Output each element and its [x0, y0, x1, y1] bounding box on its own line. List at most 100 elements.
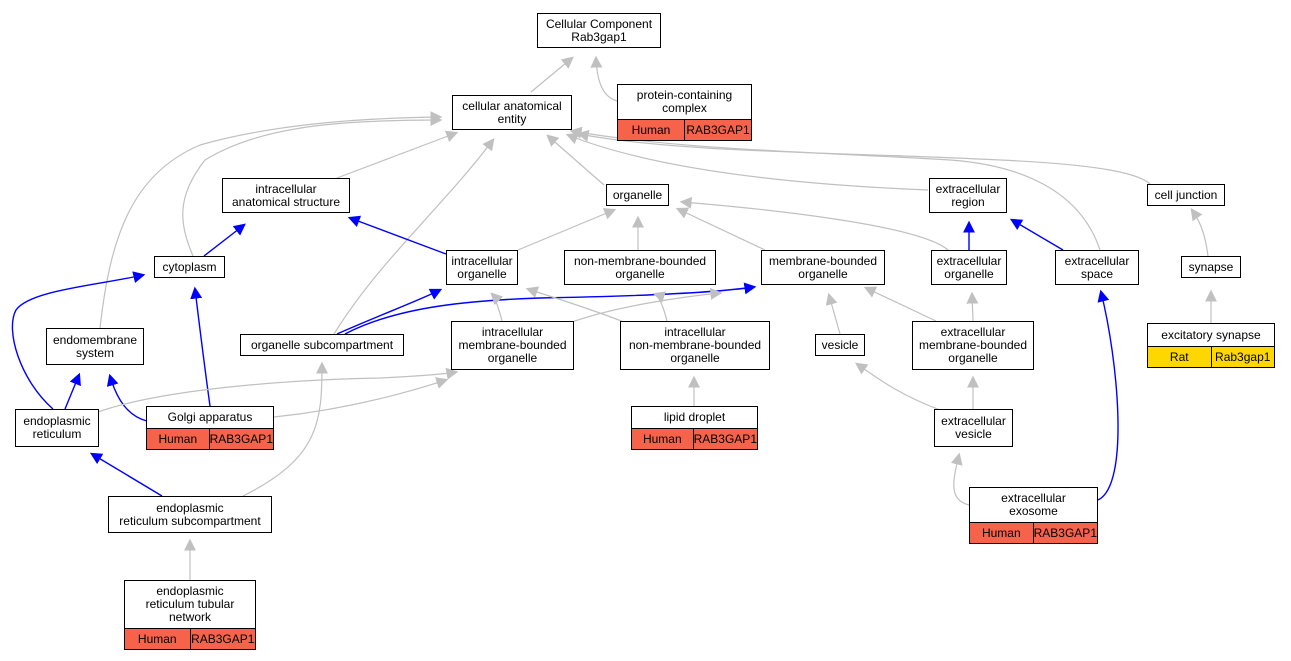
node-label: lipid droplet — [663, 410, 726, 424]
edge-ecs-to-ecr — [1009, 218, 1064, 251]
node-label: endoplasmic reticulum subcompartment — [119, 500, 261, 528]
node-label: endoplasmic reticulum tubular network — [145, 584, 235, 624]
annotation-gene: RAB3GAP1 — [208, 429, 273, 449]
annotation-row: Rat Rab3gap1 — [1148, 346, 1274, 367]
annotation-gene: RAB3GAP1 — [684, 120, 751, 140]
edge-cytoplasm-to-ias — [203, 223, 246, 257]
annotation-species: Human — [137, 632, 177, 646]
node-label: extracellular organelle — [936, 253, 1002, 281]
node-label: intracellular non-membrane-bounded organ… — [628, 325, 762, 365]
node-mbo[interactable]: membrane-bounded organelle — [761, 250, 885, 285]
annotation-row: Human RAB3GAP1 — [125, 628, 255, 649]
node-ecr[interactable]: extracellular region — [929, 178, 1007, 213]
edge-golgi-to-es — [106, 373, 148, 422]
annotation-gene: RAB3GAP1 — [1032, 523, 1097, 543]
annotation-gene: RAB3GAP1 — [692, 429, 757, 449]
node-label: organelle subcompartment — [250, 337, 394, 352]
edge-er-to-es — [64, 372, 81, 410]
edge-er-to-cytoplasm — [11, 271, 146, 410]
node-ecs[interactable]: extracellular space — [1055, 250, 1139, 285]
edge-cae-to-root — [530, 56, 574, 93]
node-root[interactable]: Cellular Component Rab3gap1 — [537, 13, 661, 48]
node-label: excitatory synapse — [1161, 327, 1261, 342]
edge-imbo-to-io — [490, 292, 504, 322]
node-synapse[interactable]: synapse — [1181, 256, 1241, 278]
node-label: intracellular organelle — [451, 253, 513, 281]
edge-ias-to-cae — [336, 130, 459, 179]
node-label: extracellular vesicle — [941, 414, 1006, 441]
node-label: Cellular Component Rab3gap1 — [545, 16, 653, 44]
node-osc[interactable]: organelle subcompartment — [240, 334, 404, 356]
node-label: cytoplasm — [162, 259, 217, 274]
edge-vesicle-to-mbo — [825, 292, 841, 335]
edge-osc-to-io — [336, 288, 443, 335]
node-label: membrane-bounded organelle — [768, 253, 878, 281]
node-label: intracellular anatomical structure — [231, 181, 341, 209]
node-cae[interactable]: cellular anatomical entity — [452, 95, 572, 130]
node-label: extracellular space — [1064, 253, 1130, 281]
edge-golgi-to-imbo — [273, 377, 449, 418]
node-label: extracellular membrane-bounded organelle — [918, 325, 1028, 365]
edge-ecr-to-cae — [565, 132, 929, 191]
annotation-gene: RAB3GAP1 — [189, 629, 256, 649]
annotation-species: Rat — [1169, 350, 1189, 364]
edge-ecv-to-vesicle — [855, 362, 941, 411]
node-label: extracellular exosome — [1001, 491, 1066, 518]
edge-ecmbo-to-mbo — [863, 286, 937, 322]
edge-er-to-imbo — [97, 367, 459, 413]
node-nmbo[interactable]: non-membrane-bounded organelle — [564, 250, 716, 285]
node-io[interactable]: intracellular organelle — [446, 250, 518, 285]
node-label: organelle — [612, 187, 663, 202]
node-ecv[interactable]: extracellular vesicle — [934, 409, 1013, 447]
annotation-row: Human RAB3GAP1 — [970, 522, 1097, 543]
node-organelle[interactable]: organelle — [606, 184, 669, 206]
edge-cj-to-cae — [576, 129, 1151, 185]
edge-pcc-to-root — [590, 55, 618, 102]
edge-ecmbo-to-eco — [966, 291, 979, 322]
edge-mbo-to-organelle — [675, 207, 766, 251]
node-label: extracellular region — [935, 181, 1001, 209]
edge-golgi-to-cytoplasm — [190, 286, 211, 407]
node-ersc[interactable]: endoplasmic reticulum subcompartment — [108, 496, 272, 533]
edge-io-to-organelle — [517, 208, 617, 251]
node-cj[interactable]: cell junction — [1147, 184, 1225, 206]
annotation-species: Human — [631, 123, 671, 137]
node-cytoplasm[interactable]: cytoplasm — [154, 256, 225, 278]
node-ias[interactable]: intracellular anatomical structure — [222, 178, 350, 213]
node-label: Golgi apparatus — [167, 410, 253, 424]
edge-exo-to-ecs — [1097, 289, 1119, 501]
edge-ecs-to-cae — [569, 126, 1101, 251]
node-label: synapse — [1188, 259, 1234, 274]
node-eco[interactable]: extracellular organelle — [931, 250, 1007, 285]
edge-ersc-to-er — [89, 452, 163, 497]
node-er[interactable]: endoplasmic reticulum — [15, 409, 99, 447]
annotation-row: Human RAB3GAP1 — [618, 119, 751, 140]
edge-cytoplasm-to-cae — [182, 114, 443, 257]
annotation-gene: Rab3gap1 — [1210, 347, 1275, 367]
node-label: cell junction — [1154, 187, 1218, 202]
node-ecmbo[interactable]: extracellular membrane-bounded organelle — [912, 321, 1034, 370]
edge-inmbo-to-nmbo — [652, 291, 668, 322]
node-label: vesicle — [821, 337, 859, 352]
node-imbo[interactable]: intracellular membrane-bounded organelle — [451, 321, 574, 370]
node-inmbo[interactable]: intracellular non-membrane-bounded organ… — [620, 321, 770, 370]
node-es[interactable]: endomembrane system — [46, 328, 144, 365]
edge-io-to-ias — [347, 215, 447, 255]
node-label: non-membrane-bounded organelle — [573, 253, 707, 281]
node-vesicle[interactable]: vesicle — [815, 334, 865, 356]
edge-osc-to-cae — [333, 138, 495, 335]
edge-exo-to-ecv — [950, 452, 970, 506]
edge-eco-to-organelle — [679, 196, 949, 251]
annotation-species: Human — [981, 526, 1021, 540]
edge-inmbo-to-io — [525, 286, 625, 323]
